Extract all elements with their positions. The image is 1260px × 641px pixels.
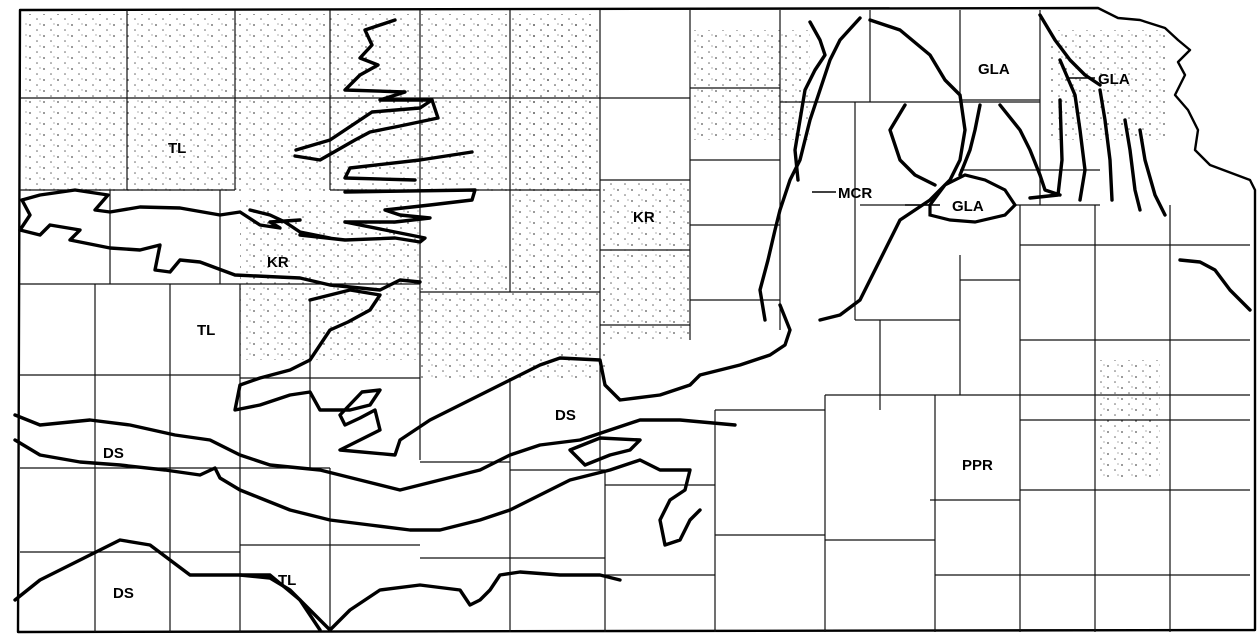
- region-labels: TL KR KR TL DS DS DS TL MCR GLA GLA GLA …: [103, 61, 1130, 602]
- label-ds-central: DS: [555, 407, 576, 424]
- label-tl-south: TL: [278, 572, 296, 589]
- label-ds-southwest: DS: [113, 585, 134, 602]
- label-kr-west: KR: [267, 254, 289, 271]
- label-gla-east: GLA: [1098, 71, 1130, 88]
- label-ds-west: DS: [103, 445, 124, 462]
- stipple-areas: [25, 14, 1170, 480]
- label-kr-central: KR: [633, 209, 655, 226]
- region-boundaries: [13, 13, 1252, 632]
- label-ppr: PPR: [962, 457, 993, 474]
- label-gla-mid: GLA: [952, 198, 984, 215]
- label-mcr: MCR: [838, 185, 872, 202]
- label-gla-northeast: GLA: [978, 61, 1010, 78]
- label-tl-north: TL: [168, 140, 186, 157]
- label-tl-mid: TL: [197, 322, 215, 339]
